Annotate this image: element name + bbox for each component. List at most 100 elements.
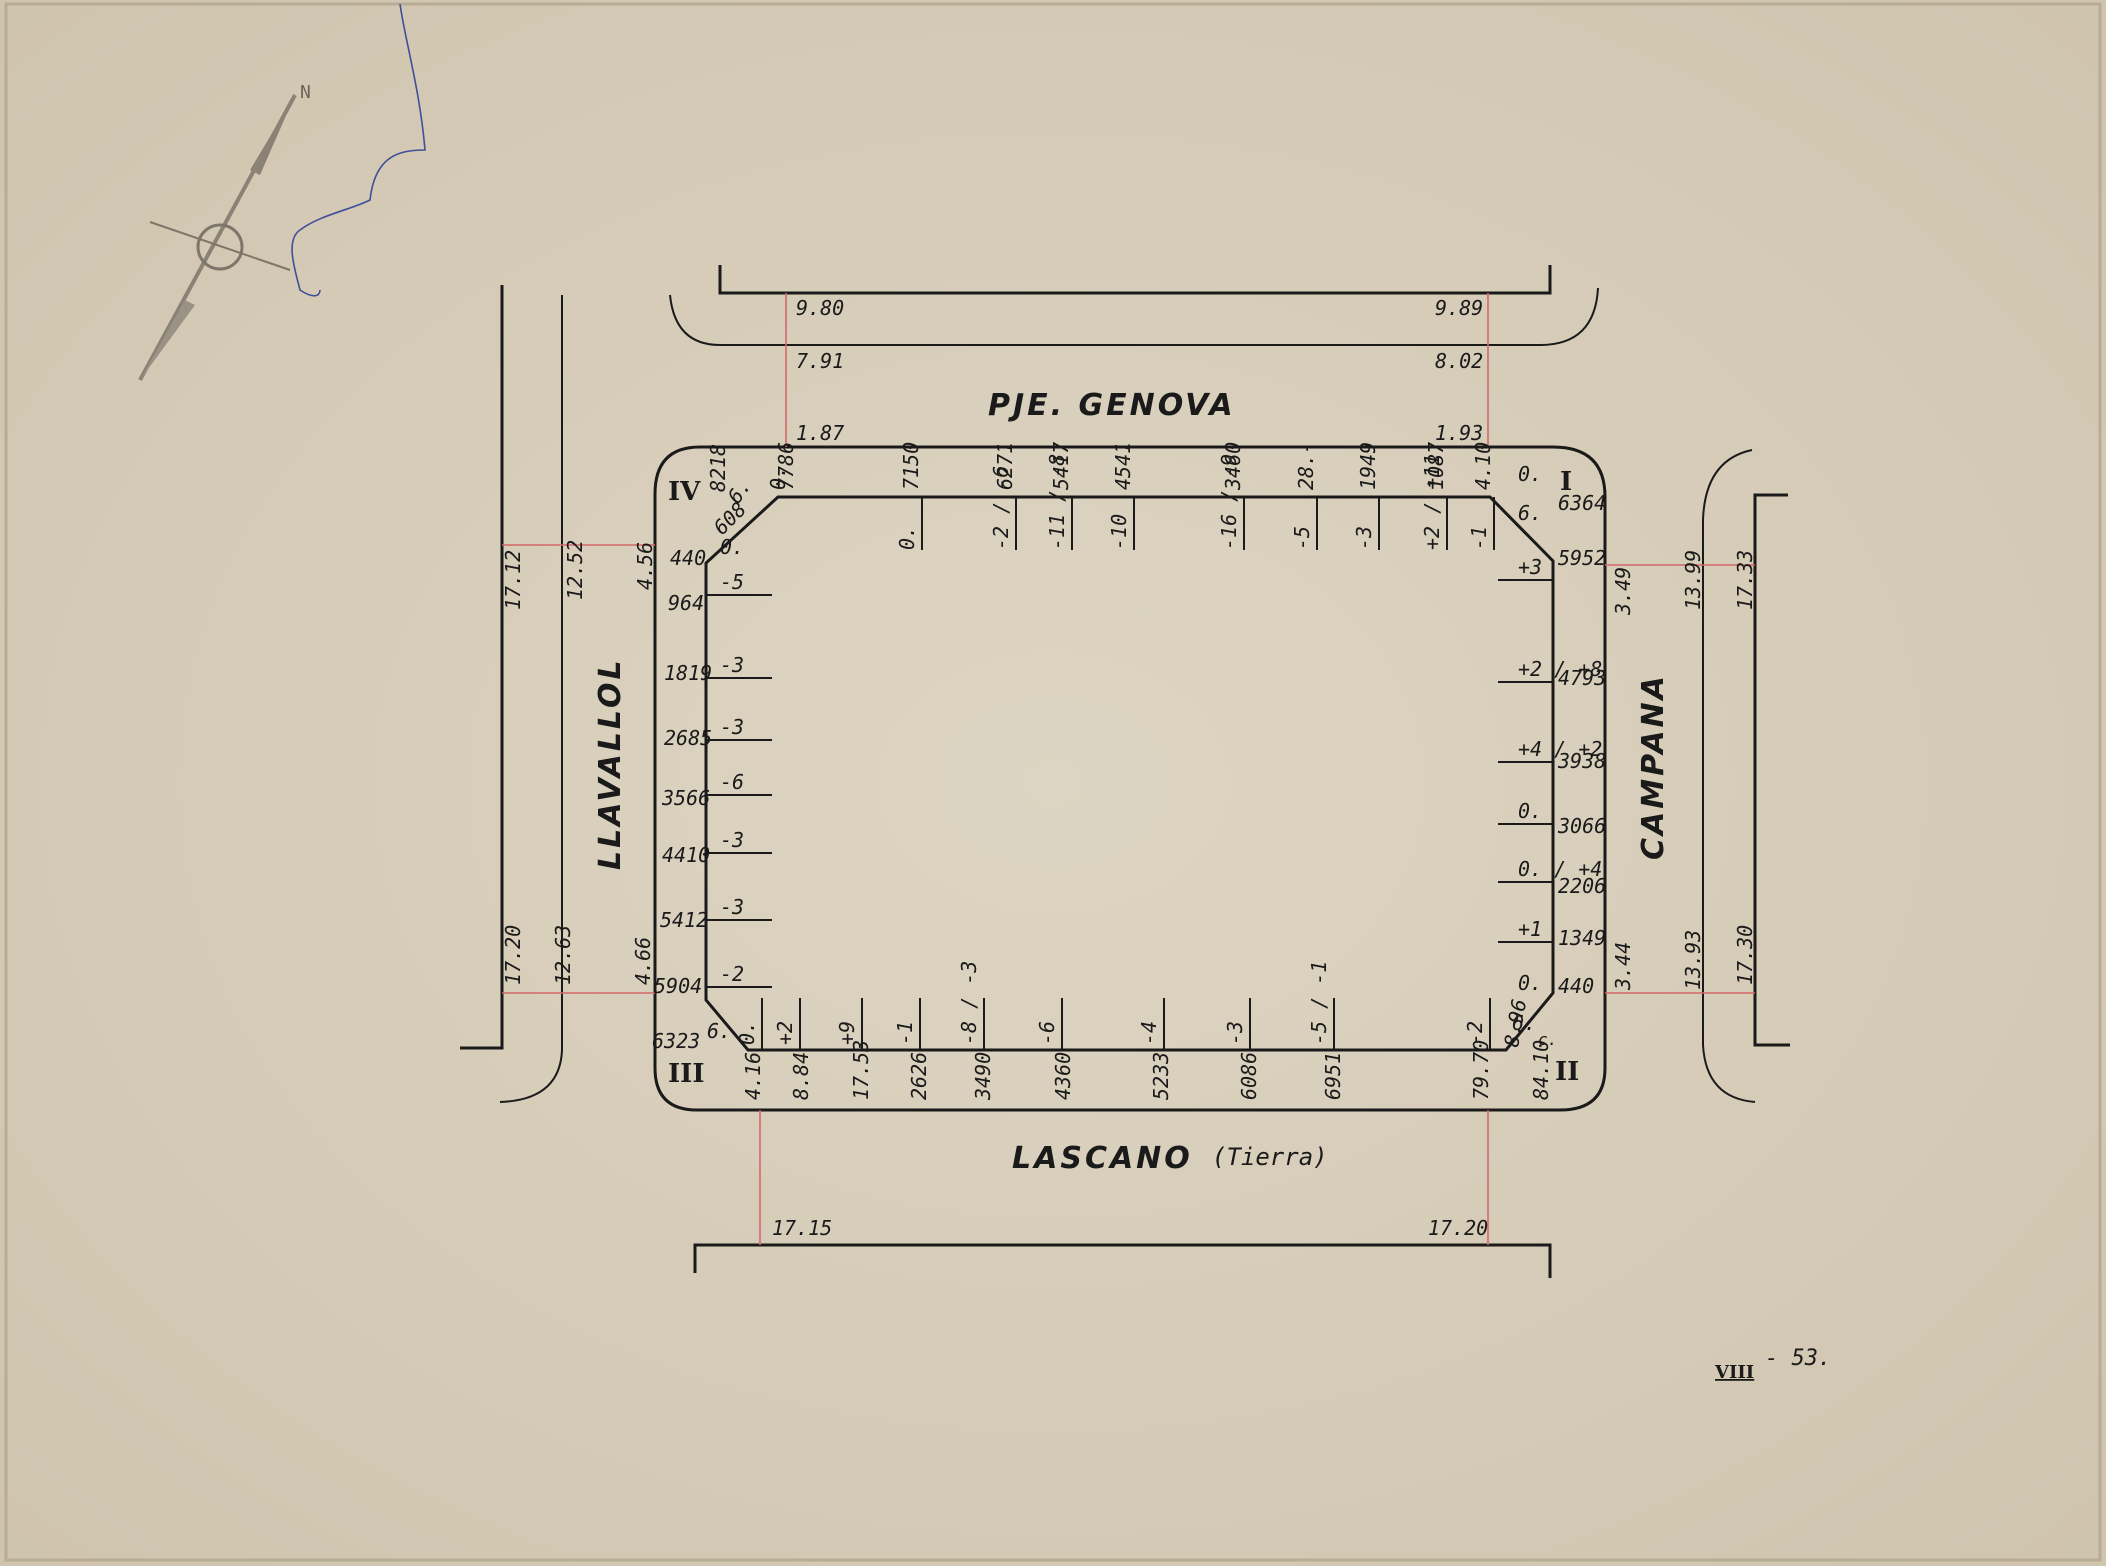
- corner-label-III: III: [668, 1059, 705, 1089]
- north-offset: -5: [1290, 526, 1314, 550]
- west-offset: -5: [720, 570, 744, 594]
- south-edge-offsets: 0.+2+9-1-8 / -3-6-4-3-5 / -1-2: [735, 961, 1491, 1050]
- south-distance: 3490: [971, 1052, 995, 1101]
- south-offset: +2: [773, 1021, 797, 1045]
- tie-west-bottom-b: 12.63: [551, 925, 575, 985]
- west-distance: 3566: [661, 786, 710, 810]
- tie-south-left: 17.15: [772, 1216, 832, 1240]
- chamfer-se: 6.: [1512, 1011, 1536, 1035]
- east-distance: 3938: [1557, 749, 1606, 773]
- chamfer-c: c.: [1538, 1030, 1557, 1049]
- west-offset: -3: [720, 715, 744, 739]
- street-name-east: CAMPANA: [1636, 673, 1671, 860]
- south-distance: 4360: [1051, 1052, 1075, 1100]
- north-offset: +2 / +11: [1420, 454, 1444, 550]
- north-offset: -1: [1467, 526, 1491, 550]
- sheet-ref-roman: VIII: [1714, 1362, 1754, 1383]
- east-offset: +4 / +2: [1518, 737, 1602, 761]
- south-curb: [693, 1243, 1552, 1278]
- west-distance: 6323: [652, 1029, 700, 1053]
- tie-east-top-c: 17.33: [1733, 550, 1757, 610]
- tie-north-left-top: 9.80: [796, 296, 844, 320]
- south-offset: -2: [1463, 1021, 1487, 1045]
- south-distance: 6951: [1321, 1052, 1345, 1100]
- tie-west-top-c: 4.56: [633, 542, 657, 590]
- tie-west-bottom-a: 17.20: [501, 925, 525, 985]
- tie-east-bottom-c: 17.30: [1733, 925, 1757, 985]
- east-street-edge: [1702, 449, 1756, 1103]
- east-offset: 0. / +4: [1518, 857, 1602, 881]
- tie-north-left-mid: 7.91: [796, 349, 844, 373]
- chamfer-sw: 6.: [707, 1019, 731, 1043]
- east-distance: 4793: [1558, 666, 1606, 690]
- north-distance: 1087: [1424, 442, 1448, 490]
- south-distance: 5233: [1149, 1052, 1173, 1100]
- north-offset: -3: [1352, 526, 1376, 550]
- block-inner-outline: [704, 495, 1555, 1052]
- west-edge-measurements: 8218608440964181926853566441054125904632…: [652, 444, 751, 1053]
- tie-east-bottom-a: 3.44: [1611, 942, 1635, 991]
- sheet-ref-number: - 53.: [1765, 1346, 1831, 1371]
- north-offset: -2 / -6: [989, 466, 1013, 550]
- west-street-edge: [499, 295, 563, 1103]
- east-distance: 5952: [1558, 546, 1606, 570]
- north-distance: 3460: [1221, 442, 1245, 491]
- north-distance: 5417: [1049, 442, 1073, 490]
- north-offset: -16 / -9: [1217, 454, 1241, 550]
- south-distance: 4.16: [741, 1052, 765, 1100]
- north-distance: 4541: [1111, 442, 1135, 490]
- south-distance: 84.10: [1529, 1040, 1553, 1100]
- south-offset: -1: [893, 1021, 917, 1045]
- north-distance: 4.10: [1471, 442, 1495, 490]
- north-distance: 1949: [1356, 442, 1380, 490]
- west-distance: 4410: [662, 843, 710, 867]
- tie-south-right: 17.20: [1428, 1216, 1488, 1240]
- north-offset: -10: [1107, 514, 1131, 550]
- chamfer-ne: 6.: [1518, 501, 1542, 525]
- south-offset: -4: [1137, 1021, 1161, 1045]
- east-offset: +1: [1518, 917, 1542, 941]
- west-offset: -3: [720, 653, 744, 677]
- west-distance: 964: [668, 591, 704, 615]
- south-offset: -8 / -3: [957, 961, 981, 1045]
- tie-north-right-mid: 8.02: [1435, 349, 1483, 373]
- tie-east-top-b: 13.99: [1681, 550, 1705, 610]
- west-distance: 1819: [664, 661, 712, 685]
- river-line: [291, 3, 426, 297]
- east-distance: 3066: [1557, 814, 1606, 838]
- west-offset: -2: [720, 962, 744, 986]
- south-offset: -3: [1223, 1021, 1247, 1045]
- east-offset: +3: [1518, 555, 1542, 579]
- east-curb: [1753, 493, 1790, 1047]
- street-name-south-note: (Tierra): [1212, 1143, 1328, 1171]
- tie-west-top-b: 12.52: [563, 540, 587, 600]
- tie-west-top-a: 17.12: [501, 550, 525, 610]
- east-offset: 0.: [1518, 799, 1542, 823]
- west-distance: 8218: [706, 444, 730, 492]
- east-offset: +2 / +8: [1518, 657, 1602, 681]
- north-distance: 6271: [993, 442, 1017, 490]
- tie-east-bottom-b: 13.93: [1681, 930, 1705, 990]
- south-distance: 8.84: [789, 1052, 813, 1100]
- north-distance: 0.: [766, 466, 790, 490]
- tie-west-bottom-c: 4.66: [631, 937, 655, 985]
- north-distance: 7150: [899, 442, 923, 490]
- west-edge-offsets: 0.-5-3-3-6-3-3-2: [706, 535, 772, 988]
- corner-label-IV: IV: [668, 477, 701, 507]
- tie-north-left-low: 1.87: [796, 421, 844, 445]
- east-distance: 440: [1558, 974, 1594, 998]
- street-name-west: LLAVALLOL: [593, 657, 628, 870]
- west-offset: -3: [720, 895, 744, 919]
- south-offset: 0.: [735, 1021, 759, 1045]
- north-distance: 7786: [774, 442, 798, 490]
- street-name-south: LASCANO: [1012, 1141, 1193, 1176]
- east-distance: 2206: [1558, 874, 1606, 898]
- block-outer-outline: [653, 445, 1607, 1112]
- north-street-edge: [669, 287, 1599, 346]
- south-offset: +9: [835, 1021, 859, 1045]
- north-edge-offsets: 0.-2 / -6-11 / -8-10-16 / -9-5-3+2 / +11…: [895, 454, 1495, 550]
